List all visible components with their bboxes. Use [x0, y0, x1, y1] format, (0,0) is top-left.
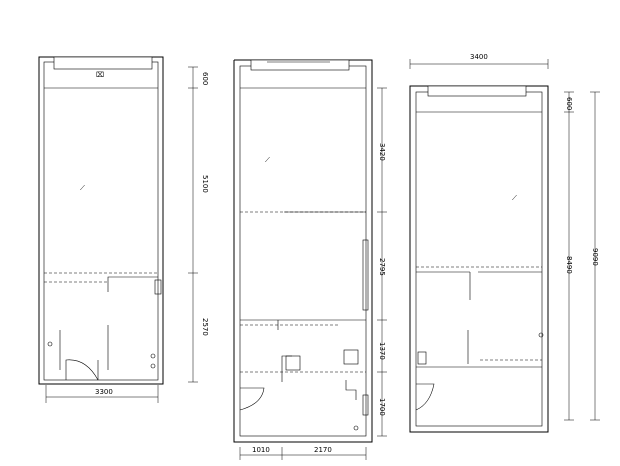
plan1-seg-2570: 2570 [201, 318, 209, 336]
plan3-width-label: 3400 [470, 53, 488, 61]
floor-plan-3: 3400 ⟋ 600 8490 9090 [409, 53, 600, 433]
svg-text:⌧: ⌧ [96, 71, 104, 79]
svg-text:⟋: ⟋ [265, 156, 270, 164]
plan1-bathroom-wall [107, 276, 158, 292]
plan3-top-window [427, 85, 527, 97]
plan2-seg-1370: 1370 [378, 342, 386, 360]
plan3-outer-wall [409, 85, 549, 433]
plan3-seg-8490: 8490 [565, 256, 573, 274]
plan2-door-arc [239, 387, 265, 411]
plan3-door-arc [415, 383, 435, 411]
plan2-seg-1010: 1010 [252, 446, 270, 454]
plan2-seg-1700: 1700 [378, 398, 386, 416]
plan2-outer-wall [233, 59, 373, 443]
plan1-door-arc [65, 359, 99, 381]
plan2-seg-2170: 2170 [314, 446, 332, 454]
plan3-total-9090: 9090 [591, 248, 599, 266]
plan1-outer-wall [38, 56, 164, 385]
plan1-seg-5100: 5100 [201, 175, 209, 193]
floor-plan-2: ⟋ 3420 2795 1370 1700 1010 2170 [233, 59, 387, 460]
plan2-seg-2795: 2795 [378, 258, 386, 276]
plan1-top-window [53, 56, 153, 70]
plan2-seg-3420: 3420 [378, 143, 386, 161]
plan1-inner-wall [43, 61, 159, 381]
svg-text:⟋: ⟋ [80, 184, 85, 192]
plan1-seg-600: 600 [201, 72, 209, 85]
floor-plan-1: ⌧ ⟋ 3300 600 5100 2570 [38, 56, 209, 403]
plan2-top-window [250, 59, 350, 71]
plan1-width-label: 3300 [95, 388, 113, 396]
svg-text:⟋: ⟋ [512, 194, 517, 202]
plan3-seg-600: 600 [565, 97, 573, 110]
